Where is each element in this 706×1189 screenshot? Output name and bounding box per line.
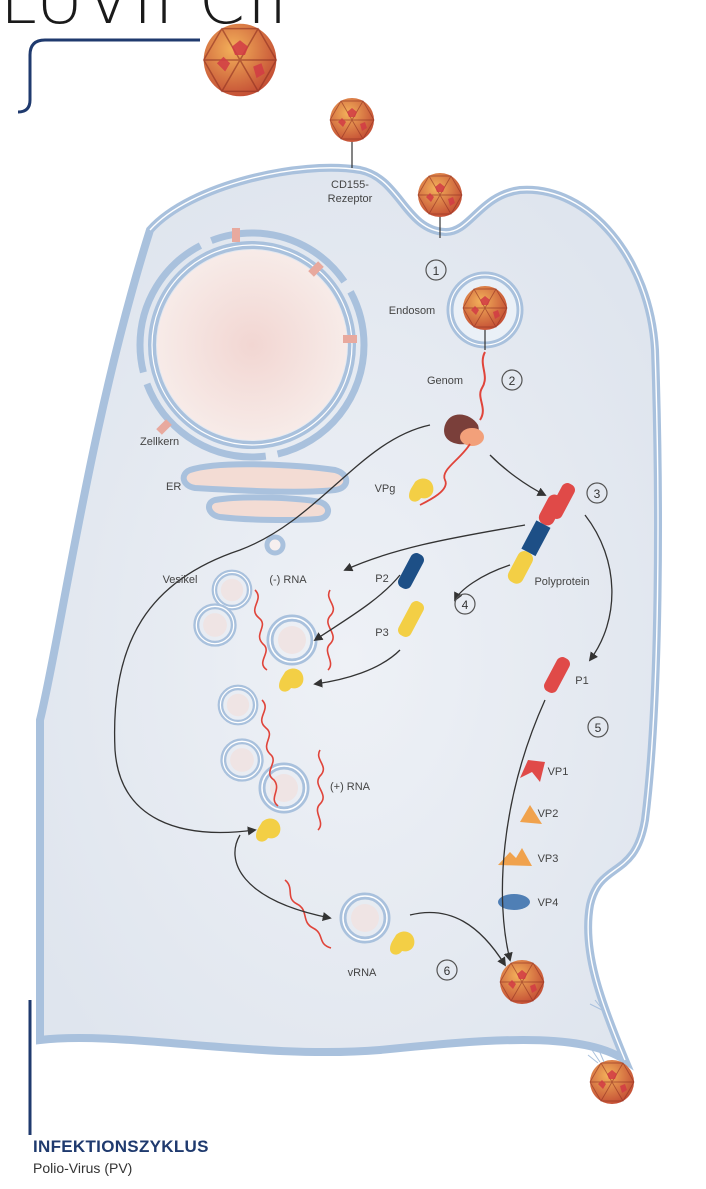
poliovirus-particle-top bbox=[204, 24, 277, 97]
step-5: 5 bbox=[595, 721, 602, 735]
label-vesicle: Vesikel bbox=[163, 574, 198, 586]
footer-title: INFEKTIONSZYKLUS bbox=[33, 1137, 209, 1157]
label-receptor-line1: CD155- bbox=[331, 179, 369, 191]
nucleus bbox=[140, 228, 364, 457]
label-vp1: VP1 bbox=[548, 766, 569, 778]
label-vp3: VP3 bbox=[538, 853, 559, 865]
step-6: 6 bbox=[444, 964, 451, 978]
cell-membrane bbox=[40, 168, 658, 1060]
label-er: ER bbox=[166, 481, 181, 493]
label-neg-rna: (-) RNA bbox=[269, 574, 307, 586]
label-p3: P3 bbox=[375, 627, 388, 639]
label-nucleus: Zellkern bbox=[140, 436, 179, 448]
poliovirus-particle bbox=[330, 98, 374, 142]
label-p1: P1 bbox=[575, 675, 588, 687]
step-4: 4 bbox=[462, 598, 469, 612]
label-genome: Genom bbox=[427, 375, 463, 387]
label-vp2: VP2 bbox=[538, 808, 559, 820]
poliovirus-attached bbox=[418, 173, 462, 217]
label-endosome: Endosom bbox=[389, 305, 435, 317]
footer-subtitle: Polio-Virus (PV) bbox=[33, 1160, 132, 1176]
step-1: 1 bbox=[433, 264, 440, 278]
label-vrna: vRNA bbox=[348, 967, 377, 979]
step-2: 2 bbox=[509, 374, 516, 388]
step-3: 3 bbox=[594, 487, 601, 501]
frame-bracket-top bbox=[18, 40, 200, 112]
released-virion bbox=[590, 1060, 634, 1104]
er-vesicle bbox=[267, 537, 283, 553]
label-pos-rna: (+) RNA bbox=[330, 781, 371, 793]
endosome-virus bbox=[463, 286, 507, 330]
label-vpg: VPg bbox=[375, 483, 396, 495]
new-virion bbox=[500, 960, 544, 1004]
label-receptor-line2: Rezeptor bbox=[328, 193, 373, 205]
label-polyprotein: Polyprotein bbox=[534, 576, 589, 588]
label-vp4: VP4 bbox=[538, 897, 559, 909]
label-p2: P2 bbox=[375, 573, 388, 585]
